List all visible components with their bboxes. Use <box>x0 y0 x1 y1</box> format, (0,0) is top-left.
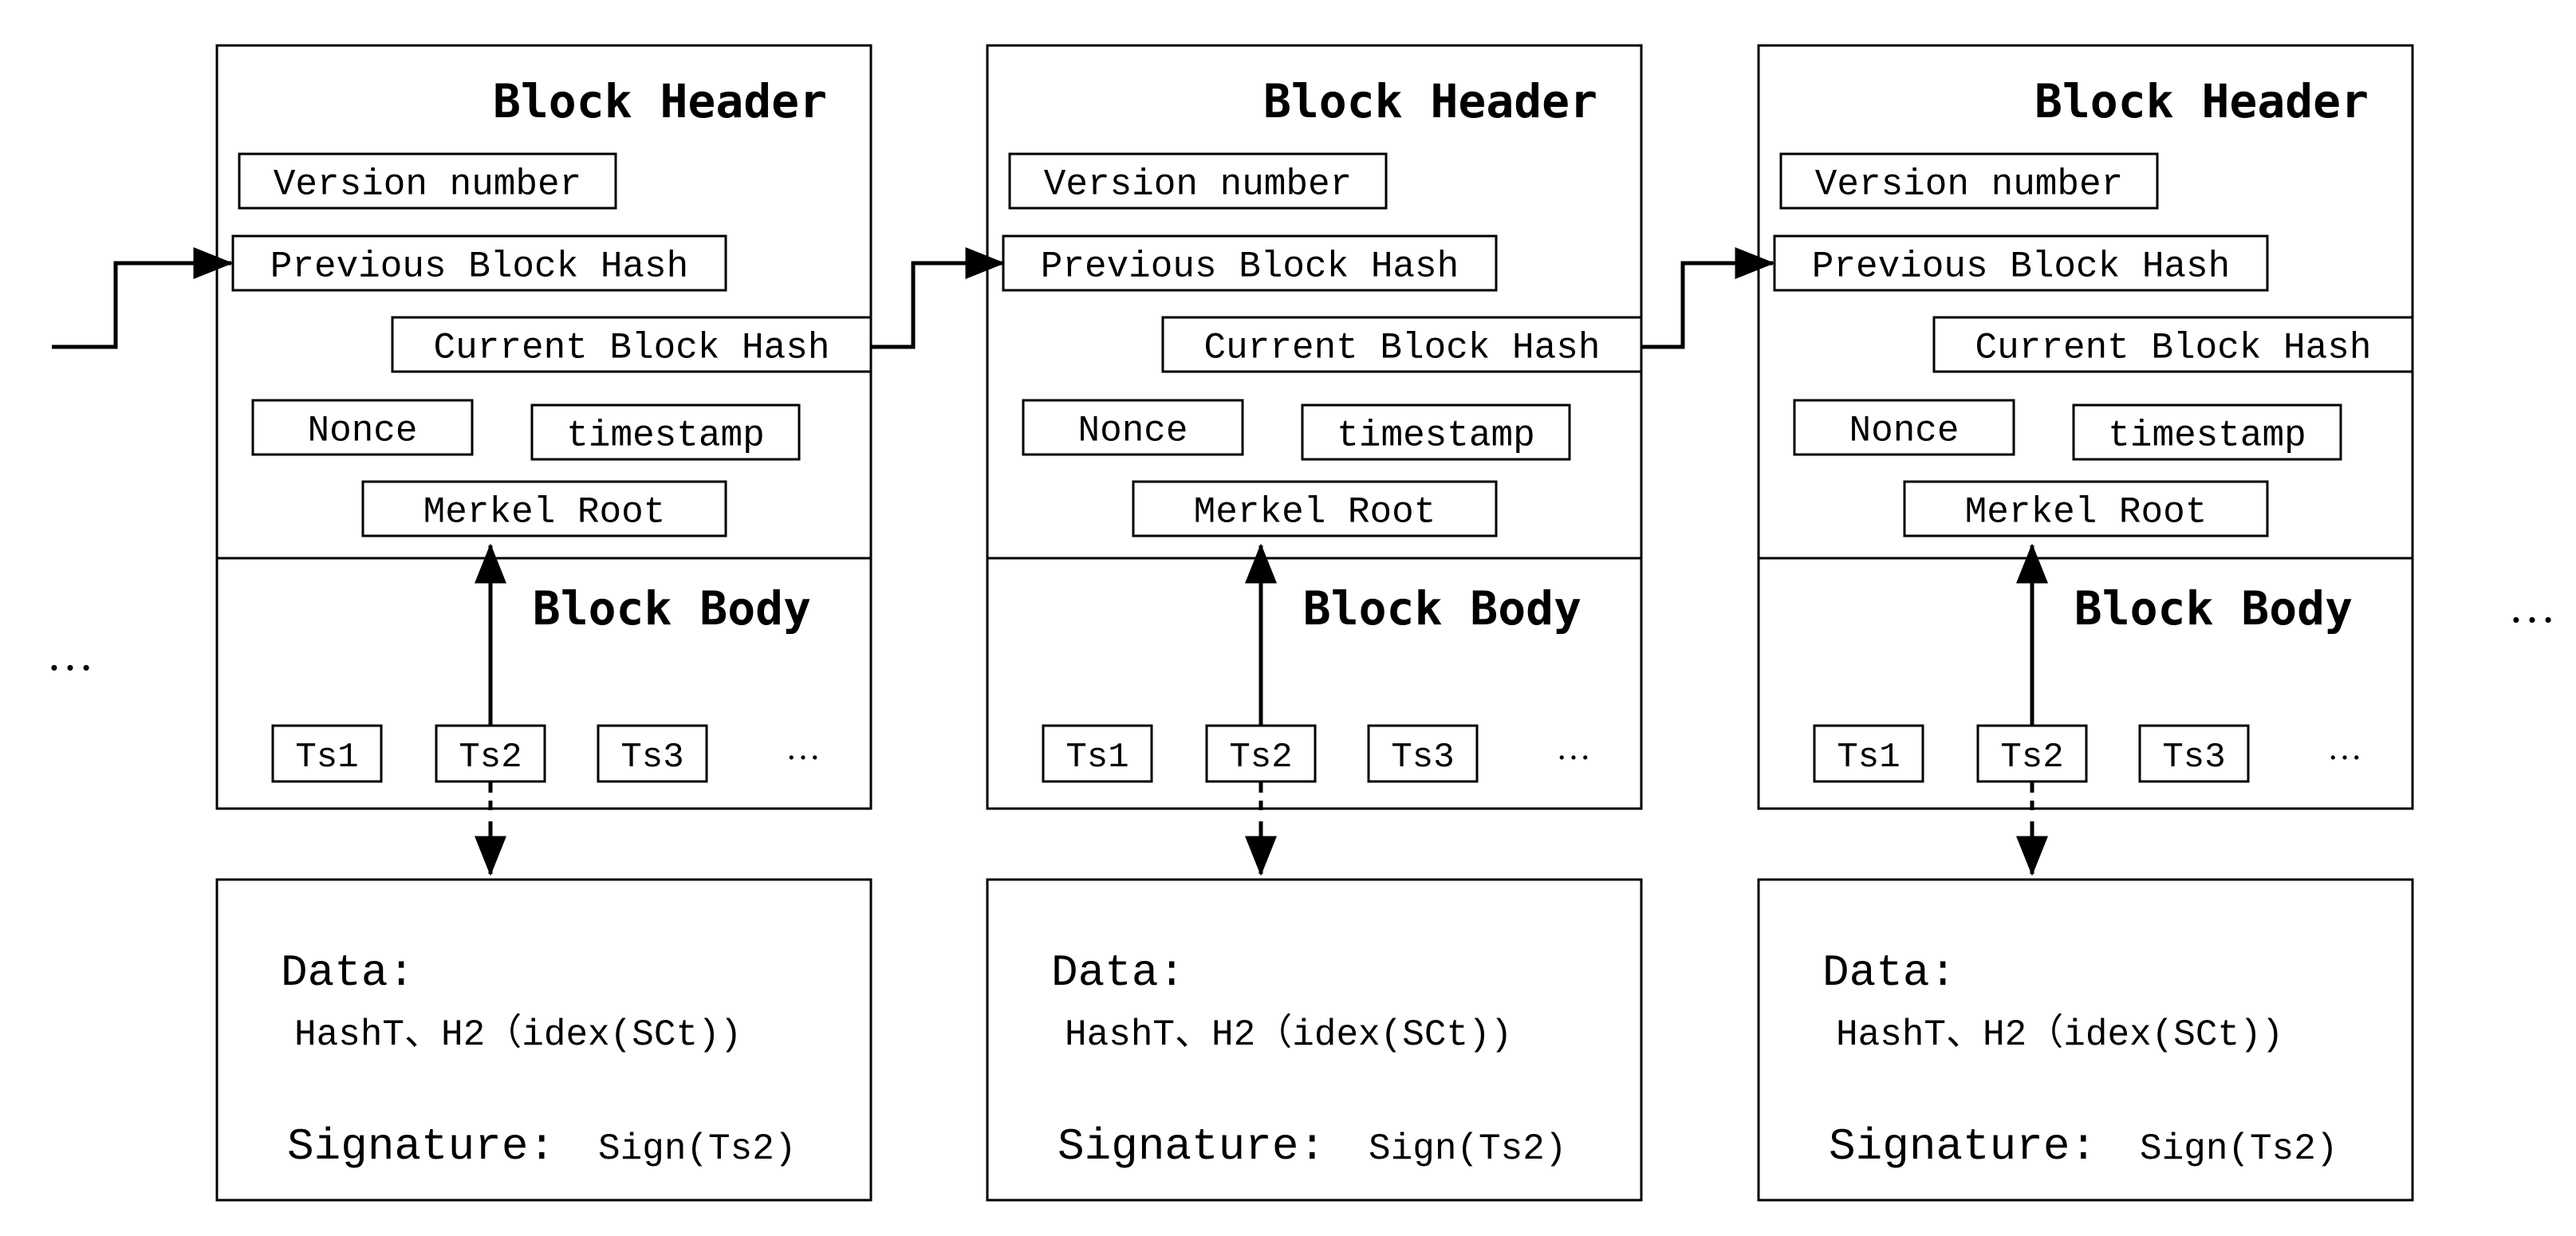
transaction-ts2-label: Ts2 <box>459 738 522 777</box>
data-value: HashT、H2（idex(SCt)) <box>1065 1014 1512 1056</box>
current-block-hash-label: Current Block Hash <box>434 328 830 369</box>
previous-block-hash-box <box>1773 234 2269 292</box>
merkle-root-box <box>1132 480 1498 537</box>
previous-block-hash-box <box>231 234 727 292</box>
nonce-box <box>1793 399 2015 456</box>
transaction-ts1-box <box>1813 724 1924 783</box>
timestamp-box <box>1301 403 1571 461</box>
transaction-ts3-box <box>597 724 708 783</box>
signature-label: Signature: <box>1058 1121 1325 1172</box>
current-block-hash-box <box>1161 316 1643 373</box>
data-box <box>1757 878 2414 1202</box>
version-number-label: Version number <box>1044 164 1352 206</box>
timestamp-label: timestamp <box>566 415 764 457</box>
merkle-root-box <box>361 480 727 537</box>
block-body-title: Block Body <box>1303 581 1581 636</box>
transaction-ts1-label: Ts1 <box>1837 738 1900 777</box>
nonce-label: Nonce <box>307 411 417 452</box>
merkle-root-label: Merkel Root <box>1965 492 2208 533</box>
previous-block-hash-label: Previous Block Hash <box>1812 246 2231 288</box>
chain-link-arrow-1-2 <box>865 247 1006 349</box>
current-block-hash-box <box>1932 316 2414 373</box>
block-header-title: Block Header <box>1263 74 1597 128</box>
merkle-root-box <box>1903 480 2269 537</box>
timestamp-label: timestamp <box>1337 415 1534 457</box>
transaction-ellipsis: … <box>2327 728 2362 767</box>
transaction-ellipsis: … <box>1556 728 1591 767</box>
version-number-label: Version number <box>274 164 581 206</box>
block-frame <box>986 44 1643 810</box>
chain-link-arrow-2-3 <box>1635 247 1775 349</box>
data-value: HashT、H2（idex(SCt)) <box>294 1014 742 1056</box>
signature-label: Signature: <box>287 1121 555 1172</box>
block-header-title: Block Header <box>2034 74 2369 128</box>
version-number-box <box>1779 152 2159 210</box>
signature-value: Sign(Ts2) <box>2140 1128 2338 1170</box>
previous-block-hash-label: Previous Block Hash <box>1041 246 1459 288</box>
data-label: Data: <box>281 947 415 998</box>
chain-entry-arrow <box>52 247 234 349</box>
timestamp-label: timestamp <box>2108 415 2306 457</box>
nonce-box <box>1022 399 1244 456</box>
nonce-label: Nonce <box>1849 411 1959 452</box>
data-value: HashT、H2（idex(SCt)) <box>1836 1014 2283 1056</box>
block-frame <box>1757 44 2414 810</box>
previous-block-hash-label: Previous Block Hash <box>270 246 689 288</box>
transaction-ts1-label: Ts1 <box>295 738 358 777</box>
version-number-label: Version number <box>1815 164 2123 206</box>
transaction-ts3-label: Ts3 <box>1391 738 1454 777</box>
data-box <box>215 878 872 1202</box>
transaction-ts2-box <box>1976 724 2088 783</box>
nonce-label: Nonce <box>1077 411 1188 452</box>
transaction-ts2-label: Ts2 <box>2000 738 2063 777</box>
transaction-ts3-label: Ts3 <box>620 738 683 777</box>
transaction-ts1-box <box>1042 724 1153 783</box>
transaction-ts2-label: Ts2 <box>1229 738 1292 777</box>
transaction-ts3-label: Ts3 <box>2162 738 2225 777</box>
signature-label: Signature: <box>1829 1121 2097 1172</box>
current-block-hash-label: Current Block Hash <box>1975 328 2372 369</box>
transaction-ts3-box <box>2138 724 2250 783</box>
block-body-title: Block Body <box>2074 581 2353 636</box>
transaction-ts2-box <box>1205 724 1317 783</box>
block-body-title: Block Body <box>533 581 811 636</box>
chain-ellipsis-left: … <box>46 628 94 680</box>
transaction-ellipsis: … <box>786 728 821 767</box>
block-frame <box>215 44 872 810</box>
timestamp-box <box>530 403 801 461</box>
transaction-ts1-box <box>271 724 383 783</box>
timestamp-box <box>2072 403 2342 461</box>
merkle-root-label: Merkel Root <box>423 492 666 533</box>
data-label: Data: <box>1051 947 1185 998</box>
data-box <box>986 878 1643 1202</box>
transaction-ts3-box <box>1367 724 1479 783</box>
signature-value: Sign(Ts2) <box>598 1128 796 1170</box>
chain-ellipsis-right: … <box>2508 580 2556 632</box>
nonce-box <box>251 399 474 456</box>
current-block-hash-label: Current Block Hash <box>1204 328 1601 369</box>
signature-value: Sign(Ts2) <box>1369 1128 1566 1170</box>
merkle-root-label: Merkel Root <box>1194 492 1436 533</box>
version-number-box <box>1008 152 1388 210</box>
block-header-title: Block Header <box>493 74 827 128</box>
current-block-hash-box <box>391 316 872 373</box>
transaction-ts1-label: Ts1 <box>1065 738 1128 777</box>
previous-block-hash-box <box>1002 234 1498 292</box>
data-label: Data: <box>1822 947 1956 998</box>
version-number-box <box>238 152 617 210</box>
